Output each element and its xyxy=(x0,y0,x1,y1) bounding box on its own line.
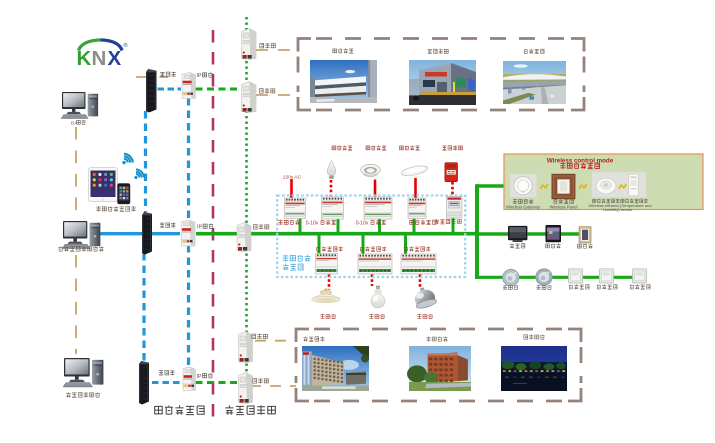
svg-text:BA: BA xyxy=(71,121,78,126)
svg-text:N: N xyxy=(92,47,107,70)
svg-text:0-10v: 0-10v xyxy=(306,220,319,226)
svg-text:®: ® xyxy=(124,42,128,49)
svg-text:IP: IP xyxy=(197,374,202,380)
svg-text:Wireless control mode: Wireless control mode xyxy=(547,157,614,164)
svg-text:0-10v: 0-10v xyxy=(356,220,369,226)
svg-text:X: X xyxy=(108,47,122,70)
svg-text:Wireless Panel: Wireless Panel xyxy=(550,205,578,210)
svg-text:K: K xyxy=(77,47,92,70)
svg-text:IP: IP xyxy=(197,73,202,79)
svg-text:humidity) sensor: humidity) sensor xyxy=(603,207,633,212)
svg-text:Wireless Infrared (Temperature: Wireless Infrared (Temperature and xyxy=(589,203,652,208)
svg-text:220v AC: 220v AC xyxy=(283,174,302,180)
svg-text:Wireless Gateway: Wireless Gateway xyxy=(506,205,541,210)
svg-text:IP: IP xyxy=(197,224,202,230)
